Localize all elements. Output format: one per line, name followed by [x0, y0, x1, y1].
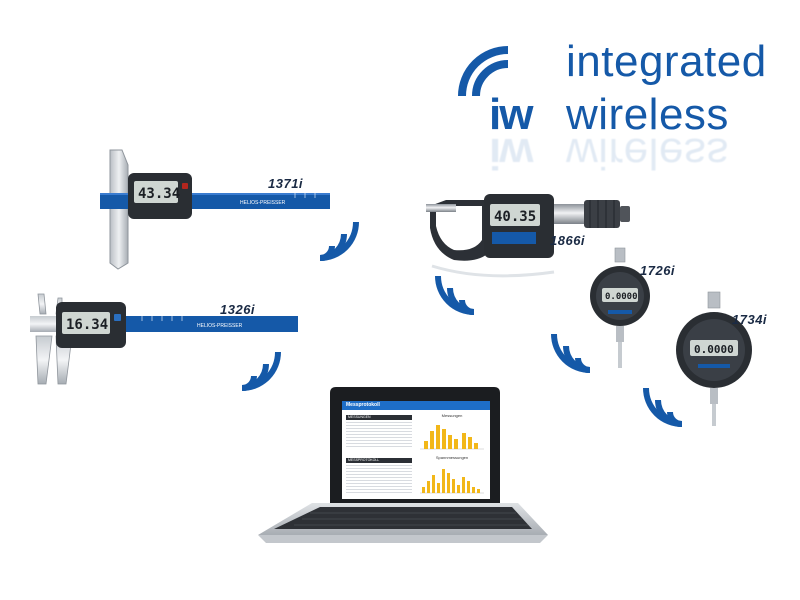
wireless-signal-icon: [241, 351, 281, 391]
bar-chart-1: [420, 425, 484, 450]
panel-title-1: Messungen: [441, 413, 463, 418]
wireless-signal-icon: [643, 387, 683, 427]
wifi-signal-icon: [458, 46, 509, 97]
table-rows-1: [346, 420, 412, 449]
caliper-reading: 16.34: [66, 317, 108, 333]
table-header-2: MESSPROTOKOLL: [346, 458, 412, 463]
svg-text:HELIOS-PREISSER: HELIOS-PREISSER: [240, 200, 286, 206]
micrometer-reading: 40.35: [494, 209, 536, 225]
bar-chart-2: [420, 469, 484, 494]
table-rows-2: [346, 463, 412, 494]
app-title: Messprotokoll: [342, 401, 490, 410]
table-panel-1: MESSUNGEN: [346, 415, 412, 451]
depth-caliper-reading: 43.34: [138, 186, 180, 202]
dial-indicator-large-model: 1734i: [732, 312, 768, 327]
brand-line-2-reflection: wireless: [566, 129, 729, 178]
caliper-model: 1326i: [220, 302, 256, 317]
table-panel-2: MESSPROTOKOLL: [346, 458, 412, 496]
panel-title-2: Spannmessungen: [435, 455, 469, 460]
laptop-screen: Messprotokoll MESSUNGEN MESSPROTOKOLL Me…: [342, 401, 490, 499]
wireless-signal-icon: [435, 275, 475, 315]
depth-caliper-model: 1371i: [268, 176, 304, 191]
brand-line-2: wireless: [566, 90, 729, 139]
micrometer-model: 1866i: [550, 233, 586, 248]
dial-indicator-small-reading: 0.0000: [605, 292, 638, 302]
table-header-1: MESSUNGEN: [346, 415, 412, 420]
brand-monogram: iw: [489, 90, 533, 139]
dial-indicator-large-reading: 0.0000: [694, 343, 734, 356]
wireless-signal-icon: [551, 333, 591, 373]
wireless-signal-icon: [319, 221, 359, 261]
brand-monogram-reflection: iw: [489, 129, 532, 178]
dial-indicator-small-model: 1726i: [640, 263, 676, 278]
brand-line-1: integrated: [566, 37, 767, 86]
svg-text:HELIOS-PREISSER: HELIOS-PREISSER: [197, 323, 243, 329]
